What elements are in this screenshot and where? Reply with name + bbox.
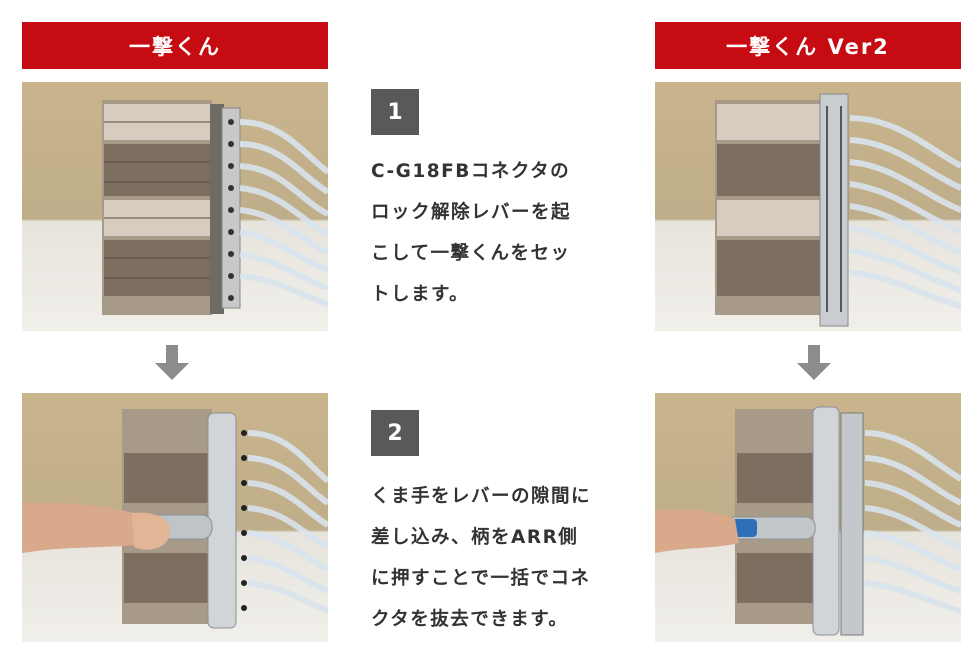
step-2-number: 2 — [387, 420, 403, 446]
step-1-line: トします。 — [371, 284, 470, 305]
down-arrow-icon — [797, 345, 831, 380]
down-arrow-icon — [155, 345, 189, 380]
step-2-line: クタを抜去できます。 — [371, 609, 569, 630]
step-1-description: C-G18FBコネクタの ロック解除レバーを起 こして一撃くんをセッ トします。 — [371, 151, 623, 315]
step-1-number: 1 — [387, 99, 403, 125]
step-2-badge: 2 — [371, 410, 419, 456]
step-1-line: ロック解除レバーを起 — [371, 202, 572, 223]
header-ichigekikun-label: 一撃くん — [129, 34, 221, 59]
step-2-description: くま手をレバーの隙間に 差し込み、柄をARR側 に押すことで一括でコネ クタを抜… — [371, 476, 623, 640]
step-1-badge: 1 — [371, 89, 419, 135]
step-1-line: こして一撃くんをセッ — [371, 243, 571, 264]
step-2-line: 差し込み、柄をARR側 — [371, 527, 579, 548]
step-1-line: C-G18FBコネクタの — [371, 161, 571, 182]
header-ichigekikun: 一撃くん — [22, 22, 328, 69]
photo-step1-ichigekikun — [22, 82, 328, 331]
photo-step1-ichigekikun-ver2 — [655, 82, 961, 331]
step-2-line: に押すことで一括でコネ — [371, 568, 591, 589]
header-ichigekikun-ver2: 一撃くん Ver2 — [655, 22, 961, 69]
step-2-line: くま手をレバーの隙間に — [371, 486, 592, 507]
photo-step2-ichigekikun-ver2 — [655, 393, 961, 642]
header-ichigekikun-ver2-label: 一撃くん Ver2 — [726, 34, 890, 59]
photo-step2-ichigekikun — [22, 393, 328, 642]
